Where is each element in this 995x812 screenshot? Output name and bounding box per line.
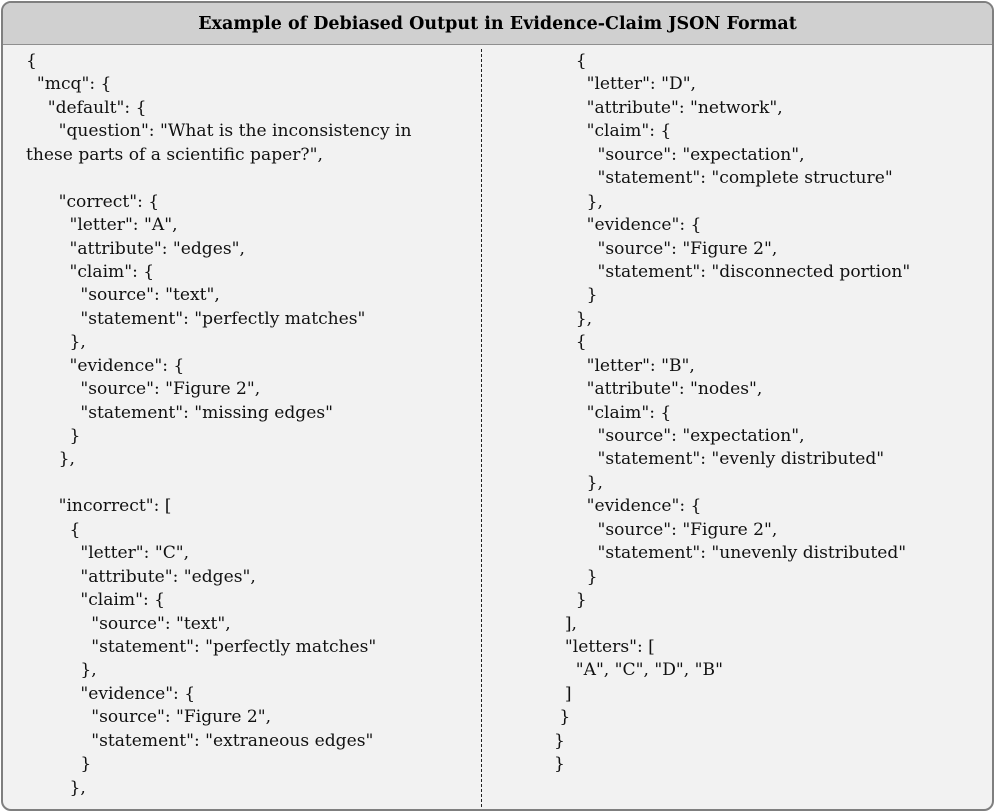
code-line: } xyxy=(554,730,565,751)
code-line: "statement": "complete structure" xyxy=(554,168,893,189)
code-line: "statement": "extraneous edges" xyxy=(26,730,374,751)
code-line: "claim": { xyxy=(554,121,672,142)
code-line: "evidence": { xyxy=(26,683,196,704)
code-line: ] xyxy=(554,683,572,704)
code-line: "letter": "C", xyxy=(26,543,190,564)
code-line: }, xyxy=(26,332,86,353)
code-line: { xyxy=(554,51,587,71)
code-line: "attribute": "edges", xyxy=(26,566,256,587)
code-line: "letter": "A", xyxy=(26,215,178,236)
json-code-left-column: { "mcq": { "default": { "question": "Wha… xyxy=(26,50,412,800)
code-line: } xyxy=(554,566,598,587)
code-line xyxy=(26,167,412,190)
code-line: "correct": { xyxy=(26,191,160,212)
code-line: "letters": [ xyxy=(554,636,655,657)
code-line: "evidence": { xyxy=(26,355,185,376)
code-line: "default": { xyxy=(26,97,147,118)
code-line: }, xyxy=(26,777,86,798)
code-line: "source": "text", xyxy=(26,285,220,306)
code-line: "evidence": { xyxy=(554,215,702,236)
code-line: "claim": { xyxy=(554,402,672,423)
code-line: "statement": "missing edges" xyxy=(26,402,333,423)
json-code-right-column: { "letter": "D", "attribute": "network",… xyxy=(554,50,910,777)
code-line: }, xyxy=(26,660,97,681)
code-line: "question": "What is the inconsistency i… xyxy=(26,121,412,142)
code-line: "A", "C", "D", "B" xyxy=(554,660,723,681)
code-line: }, xyxy=(554,472,603,493)
code-line: { xyxy=(26,519,81,540)
code-line: "attribute": "network", xyxy=(554,97,783,118)
code-line: "claim": { xyxy=(26,590,166,611)
code-line: } xyxy=(554,754,565,775)
code-line: "source": "Figure 2", xyxy=(26,707,272,728)
code-line: "statement": "perfectly matches" xyxy=(26,308,366,329)
code-line: ], xyxy=(554,613,577,634)
code-line: "statement": "perfectly matches" xyxy=(26,636,377,657)
code-line: } xyxy=(554,285,598,306)
code-line: "incorrect": [ xyxy=(26,496,172,517)
code-line: { xyxy=(554,332,587,353)
code-line: "source": "expectation", xyxy=(554,426,805,446)
code-line: "evidence": { xyxy=(554,496,702,517)
code-line: } xyxy=(554,590,587,611)
code-line: } xyxy=(554,707,571,728)
box-title: Example of Debiased Output in Evidence-C… xyxy=(3,3,992,45)
code-line: these parts of a scientific paper?", xyxy=(26,144,323,165)
code-line: { xyxy=(26,51,37,71)
code-line: "source": "expectation", xyxy=(554,144,805,165)
code-line: "source": "Figure 2", xyxy=(26,379,261,400)
code-line: "source": "Figure 2", xyxy=(554,519,778,540)
code-line: "statement": "unevenly distributed" xyxy=(554,543,907,564)
code-line: "attribute": "edges", xyxy=(26,238,245,259)
code-line: "source": "text", xyxy=(26,613,231,634)
code-line: "statement": "disconnected portion" xyxy=(554,261,911,282)
code-line: "statement": "evenly distributed" xyxy=(554,449,885,470)
code-line xyxy=(26,472,412,495)
column-divider xyxy=(481,49,482,807)
code-line: "claim": { xyxy=(26,261,155,282)
code-line: }, xyxy=(554,191,603,212)
code-line: } xyxy=(26,426,81,446)
code-line: } xyxy=(26,754,92,775)
code-line: }, xyxy=(26,449,75,470)
code-line: "letter": "D", xyxy=(554,74,696,95)
code-line: }, xyxy=(554,308,593,329)
code-line: "attribute": "nodes", xyxy=(554,379,763,400)
code-line: "mcq": { xyxy=(26,74,112,95)
code-line: "source": "Figure 2", xyxy=(554,238,778,259)
code-line: "letter": "B", xyxy=(554,355,695,376)
